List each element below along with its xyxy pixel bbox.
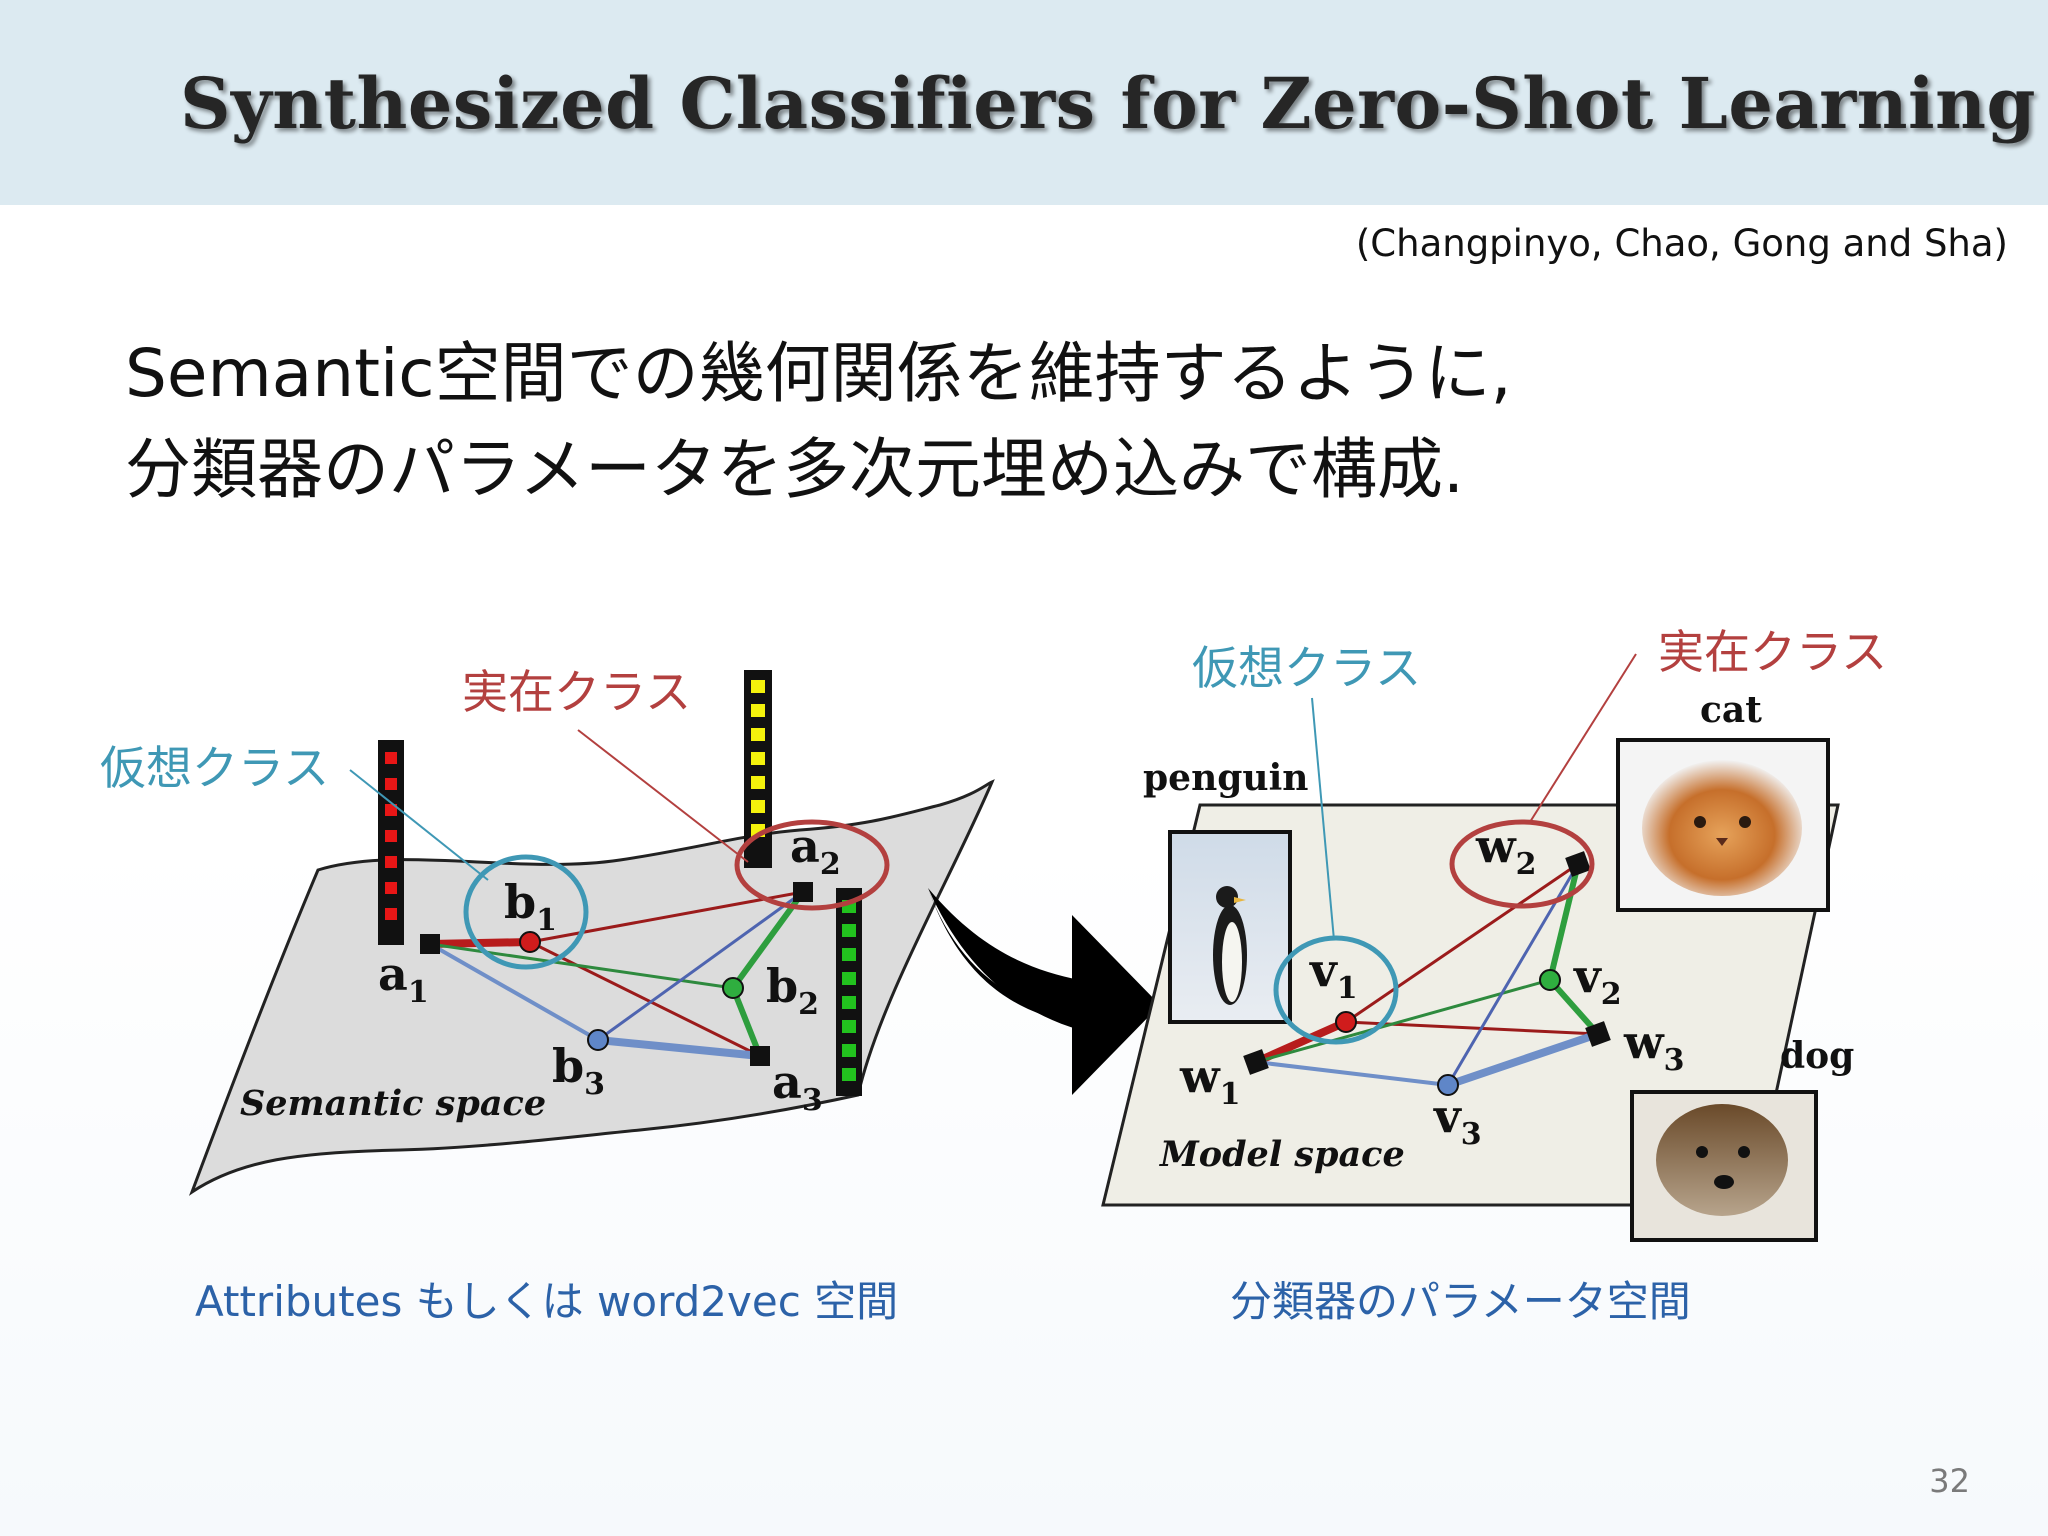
slide-title: Synthesized Classifiers for Zero-Shot Le…: [180, 62, 2036, 145]
label-w3: w3: [1623, 1015, 1684, 1078]
node-b1: [519, 931, 541, 953]
annotation-real-class-left: 実在クラス: [462, 665, 691, 719]
penguin-image: [1168, 830, 1292, 1024]
real-class-ring-w2: [1449, 819, 1595, 909]
node-w1: [1243, 1049, 1269, 1075]
body-line-2: 分類器のパラメータを多次元埋め込みで構成.: [125, 431, 1464, 508]
label-w1: w1: [1179, 1049, 1240, 1112]
node-v3: [1437, 1074, 1459, 1096]
node-b2: [722, 977, 744, 999]
attribute-bar-a3: [836, 888, 862, 1096]
penguin-label: penguin: [1143, 757, 1308, 799]
annotation-virtual-class-left: 仮想クラス: [100, 741, 329, 795]
body-text: Semantic空間での幾何関係を維持するように, 分類器のパラメータを多次元埋…: [125, 326, 1512, 518]
label-a2: a2: [790, 819, 841, 882]
attribute-bar-a1: [378, 740, 404, 945]
node-w3: [1585, 1021, 1611, 1047]
body-line-1: Semantic空間での幾何関係を維持するように,: [125, 335, 1512, 412]
title-band: [0, 0, 2048, 205]
annotation-real-class-right: 実在クラス: [1658, 625, 1887, 679]
node-a2: [793, 882, 813, 902]
page-number: 32: [1929, 1462, 1970, 1500]
virtual-class-ring-b1: [463, 854, 589, 970]
semantic-space-label: Semantic space: [240, 1083, 546, 1124]
label-a3: a3: [772, 1055, 823, 1118]
real-class-ring-a2: [734, 819, 890, 911]
label-b2: b2: [766, 959, 819, 1022]
model-caption: 分類器のパラメータ空間: [1230, 1277, 1691, 1326]
node-a1: [420, 934, 440, 954]
label-v3: v3: [1433, 1089, 1482, 1152]
label-a1: a1: [378, 947, 429, 1010]
cat-label: cat: [1700, 689, 1762, 731]
node-a3: [750, 1046, 770, 1066]
model-space-label: Model space: [1159, 1134, 1405, 1175]
mapping-arrow: [928, 888, 1160, 1095]
dog-label: dog: [1780, 1035, 1854, 1077]
attribute-bar-a2: [744, 670, 772, 868]
label-b1: b1: [504, 875, 557, 938]
node-v1: [1335, 1011, 1357, 1033]
virtual-class-ring-v1: [1273, 935, 1399, 1045]
label-v2: v2: [1573, 949, 1622, 1012]
authors-credit: (Changpinyo, Chao, Gong and Sha): [1355, 222, 2008, 265]
dog-image: [1630, 1090, 1818, 1242]
label-b3: b3: [552, 1039, 605, 1102]
model-edges: [1254, 862, 1601, 1089]
semantic-caption: Attributes もしくは word2vec 空間: [195, 1277, 899, 1326]
label-v1: v1: [1309, 943, 1358, 1006]
node-b3: [587, 1029, 609, 1051]
node-w2: [1565, 851, 1591, 877]
annotation-virtual-class-right: 仮想クラス: [1192, 641, 1421, 695]
semantic-space-sheet: [188, 779, 995, 1196]
label-w2: w2: [1475, 819, 1536, 882]
cat-image: [1616, 738, 1830, 912]
node-v2: [1539, 969, 1561, 991]
